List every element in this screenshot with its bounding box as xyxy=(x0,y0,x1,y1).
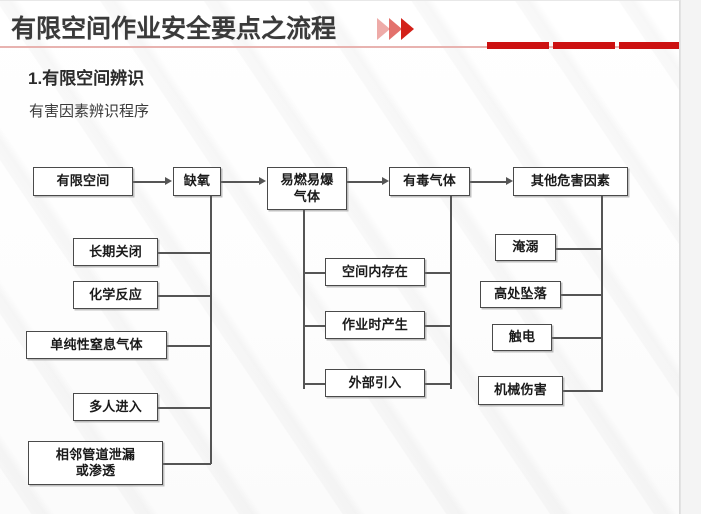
stub-long-term-closed xyxy=(158,252,211,254)
stub-mechanical-harm xyxy=(563,390,602,392)
node-mechanical-harm[interactable]: 机械伤害 xyxy=(478,376,563,405)
node-drowning[interactable]: 淹溺 xyxy=(495,234,556,261)
node-exists-in-space[interactable]: 空间内存在 xyxy=(325,258,425,286)
node-long-term-closed[interactable]: 长期关闭 xyxy=(73,238,158,266)
node-fall-from-height[interactable]: 高处坠落 xyxy=(480,281,561,308)
node-other-hazards[interactable]: 其他危害因素 xyxy=(513,167,628,196)
stub-chemical-reaction xyxy=(158,295,211,297)
stub-left-generated-at-work xyxy=(303,325,326,327)
section-heading: 1.有限空间辨识 xyxy=(28,69,145,88)
stub-fall-from-height xyxy=(561,294,602,296)
chevron-icon-3 xyxy=(401,18,414,40)
page-title: 有限空间作业安全要点之流程 xyxy=(11,15,337,43)
arrow-head-1-icon xyxy=(165,177,172,185)
node-toxic-gas[interactable]: 有毒气体 xyxy=(389,167,470,196)
connector-flammable-to-toxic xyxy=(347,181,383,183)
flowchart: 有限空间 缺氧 易燃易爆 气体 有毒气体 其他危害因素 长期关闭 化学反应 单纯… xyxy=(26,167,628,485)
connector-toxic-to-other xyxy=(470,181,507,183)
chevron-icon-1 xyxy=(377,18,390,40)
spine-gas-left xyxy=(303,210,305,389)
connector-oxygen-to-flammable xyxy=(221,181,260,183)
connector-limitedspace-to-oxygen xyxy=(133,181,166,183)
stub-right-introduced-external xyxy=(424,383,451,385)
node-flammable-gas[interactable]: 易燃易爆 气体 xyxy=(267,167,347,210)
section-subheading: 有害因素辨识程序 xyxy=(29,103,150,120)
stub-right-exists-in-space xyxy=(424,272,451,274)
stub-right-generated-at-work xyxy=(424,325,451,327)
stub-drowning xyxy=(556,248,602,250)
spine-oxygen-branch xyxy=(210,196,212,464)
arrow-head-2-icon xyxy=(259,177,266,185)
slide-header: 有限空间作业安全要点之流程 xyxy=(0,0,679,50)
node-introduced-external[interactable]: 外部引入 xyxy=(325,369,425,397)
node-limited-space[interactable]: 有限空间 xyxy=(33,167,133,196)
node-oxygen-deficiency[interactable]: 缺氧 xyxy=(173,167,221,196)
node-generated-at-work[interactable]: 作业时产生 xyxy=(325,311,425,339)
stub-left-introduced-external xyxy=(303,383,326,385)
spine-gas-right xyxy=(450,196,452,389)
node-chemical-reaction[interactable]: 化学反应 xyxy=(73,281,158,309)
arrow-head-3-icon xyxy=(382,177,389,185)
stub-adjacent-pipe-leak xyxy=(163,463,211,465)
node-adjacent-pipe-leak[interactable]: 相邻管道泄漏 或渗透 xyxy=(28,441,163,485)
header-accent-bar-1 xyxy=(487,42,549,49)
stub-many-people-enter xyxy=(158,407,211,409)
header-hairline xyxy=(0,46,679,48)
node-electric-shock[interactable]: 触电 xyxy=(492,324,552,351)
stub-left-exists-in-space xyxy=(303,272,326,274)
stub-simple-asphyxiant xyxy=(167,345,211,347)
arrow-head-4-icon xyxy=(506,177,513,185)
header-accent-bar-2 xyxy=(553,42,615,49)
chevron-icon-2 xyxy=(389,18,402,40)
stub-electric-shock xyxy=(552,337,602,339)
slide-right-margin xyxy=(680,0,701,514)
header-accent-bar-3 xyxy=(619,42,679,49)
node-many-people-enter[interactable]: 多人进入 xyxy=(73,393,158,421)
node-simple-asphyxiant[interactable]: 单纯性窒息气体 xyxy=(26,331,167,359)
double-chevron-right-icon xyxy=(377,18,429,40)
